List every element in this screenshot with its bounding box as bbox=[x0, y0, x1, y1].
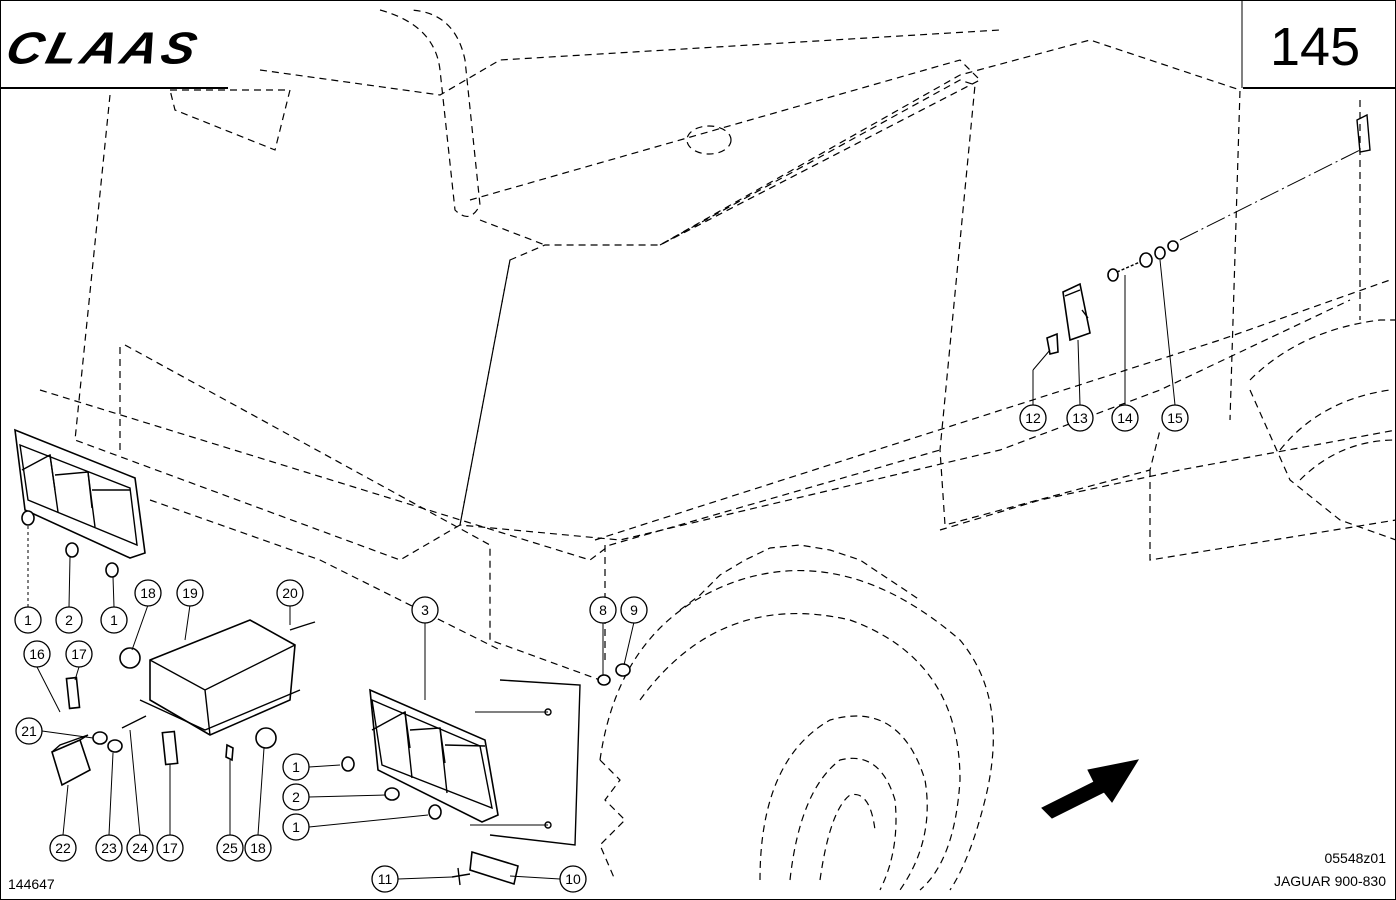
relay-housing bbox=[119, 619, 316, 749]
callout-1: 1 bbox=[282, 753, 310, 781]
svg-text:13: 13 bbox=[1072, 410, 1088, 426]
brand-logo: CLAAS bbox=[1, 22, 206, 74]
svg-text:1: 1 bbox=[110, 612, 118, 628]
svg-text:20: 20 bbox=[282, 585, 298, 601]
figure-id: 05548z01 bbox=[1324, 850, 1386, 866]
callout-18: 18 bbox=[244, 834, 272, 862]
callout-12: 12 bbox=[1019, 404, 1047, 432]
svg-text:24: 24 bbox=[132, 840, 148, 856]
svg-text:3: 3 bbox=[421, 602, 429, 618]
callout-18: 18 bbox=[134, 579, 162, 607]
svg-text:10: 10 bbox=[565, 871, 581, 887]
svg-text:17: 17 bbox=[71, 646, 87, 662]
callout-17: 17 bbox=[65, 640, 93, 668]
callout-2: 2 bbox=[55, 606, 83, 634]
callout-23: 23 bbox=[95, 834, 123, 862]
svg-text:9: 9 bbox=[630, 602, 638, 618]
page-number: 145 bbox=[1270, 17, 1361, 77]
rear-lamp-right bbox=[369, 688, 499, 823]
mounting-bracket bbox=[470, 679, 581, 846]
callout-16: 16 bbox=[23, 640, 51, 668]
svg-text:1: 1 bbox=[24, 612, 32, 628]
model-label: JAGUAR 900-830 bbox=[1273, 873, 1386, 889]
callout-10: 10 bbox=[559, 865, 587, 893]
svg-text:1: 1 bbox=[292, 819, 300, 835]
svg-text:19: 19 bbox=[182, 585, 198, 601]
svg-text:2: 2 bbox=[292, 789, 300, 805]
callout-8: 8 bbox=[589, 596, 617, 624]
svg-text:25: 25 bbox=[222, 840, 238, 856]
svg-text:16: 16 bbox=[29, 646, 45, 662]
svg-text:15: 15 bbox=[1167, 410, 1183, 426]
svg-text:11: 11 bbox=[378, 871, 393, 887]
svg-text:1: 1 bbox=[292, 759, 300, 775]
callout-list: 1 2 1 18 19 20 3 8 9 16 17 21 22 23 24 1… bbox=[14, 404, 1189, 893]
callout-25: 25 bbox=[216, 834, 244, 862]
callout-19: 19 bbox=[176, 579, 204, 607]
svg-text:22: 22 bbox=[55, 840, 71, 856]
svg-text:18: 18 bbox=[250, 840, 266, 856]
rear-lamp-left bbox=[14, 428, 146, 559]
leader-lines bbox=[27, 259, 1176, 880]
small-parts bbox=[21, 240, 1179, 886]
callout-1: 1 bbox=[282, 813, 310, 841]
callout-21: 21 bbox=[15, 717, 43, 745]
svg-text:21: 21 bbox=[21, 723, 37, 739]
machine-outline bbox=[39, 9, 1396, 891]
callout-9: 9 bbox=[620, 596, 648, 624]
callout-20: 20 bbox=[276, 579, 304, 607]
direction-arrow bbox=[1041, 759, 1140, 819]
svg-text:17: 17 bbox=[162, 840, 178, 856]
callout-13: 13 bbox=[1066, 404, 1094, 432]
callout-14: 14 bbox=[1111, 404, 1139, 432]
callout-2: 2 bbox=[282, 783, 310, 811]
svg-text:14: 14 bbox=[1117, 410, 1133, 426]
callout-11: 11 bbox=[371, 865, 399, 893]
document-id: 144647 bbox=[8, 876, 55, 892]
callout-3: 3 bbox=[411, 596, 439, 624]
callout-1: 1 bbox=[100, 606, 128, 634]
callout-24: 24 bbox=[126, 834, 154, 862]
svg-text:12: 12 bbox=[1025, 410, 1041, 426]
callout-1: 1 bbox=[14, 606, 42, 634]
svg-text:2: 2 bbox=[65, 612, 73, 628]
callout-15: 15 bbox=[1161, 404, 1189, 432]
svg-text:23: 23 bbox=[101, 840, 117, 856]
callout-17: 17 bbox=[156, 834, 184, 862]
callout-22: 22 bbox=[49, 834, 77, 862]
svg-text:8: 8 bbox=[599, 602, 607, 618]
svg-text:18: 18 bbox=[140, 585, 156, 601]
